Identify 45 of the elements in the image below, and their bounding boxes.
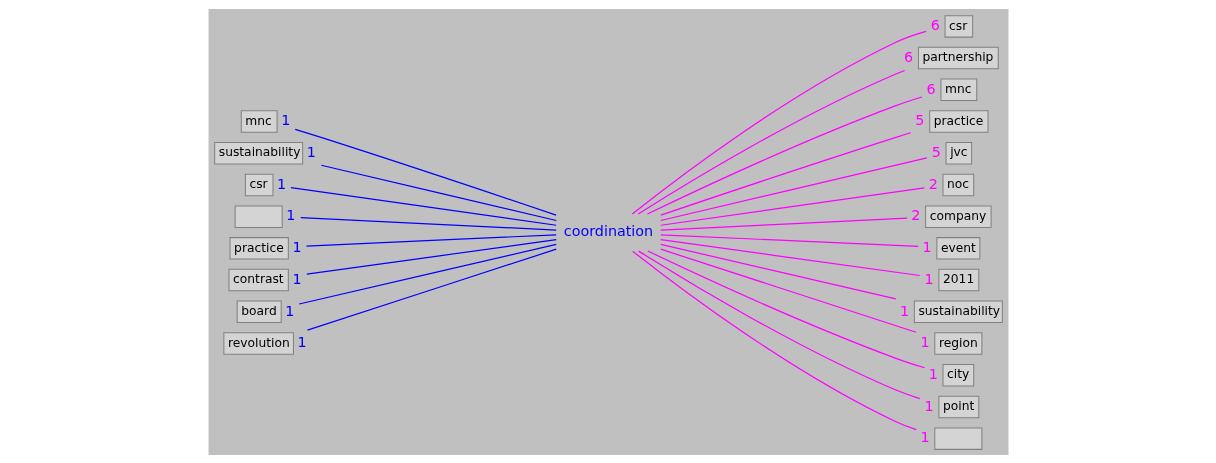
connector <box>659 156 927 221</box>
node-label: 1 <box>291 270 302 287</box>
connector <box>305 233 557 247</box>
connector <box>646 249 925 368</box>
connector <box>637 250 920 399</box>
connector <box>659 238 920 276</box>
connector <box>659 217 908 231</box>
node-label: 6 <box>926 80 936 97</box>
node-label: 1 <box>291 238 302 255</box>
node-label: 1 <box>924 397 934 414</box>
connector <box>646 95 922 215</box>
connector <box>298 243 557 305</box>
node-label: 1 <box>276 175 286 192</box>
node-label: 1 <box>928 365 938 382</box>
node-label: 6 <box>903 48 913 65</box>
node-label: 1 <box>920 333 930 350</box>
connector <box>631 30 927 215</box>
node-label: 6 <box>930 16 940 33</box>
node-label: 5 <box>914 111 924 128</box>
connector <box>659 131 911 216</box>
node-label: 1 <box>285 206 295 223</box>
node-label: 1 <box>284 302 294 319</box>
node-label: 1 <box>924 270 934 287</box>
connector <box>306 248 557 331</box>
connector <box>659 248 917 333</box>
node-label: 1 <box>306 143 316 160</box>
connector <box>320 164 557 221</box>
connector <box>289 186 557 226</box>
connector <box>299 216 557 231</box>
node-label: 2 <box>928 175 938 192</box>
node-label: 1 <box>280 111 290 128</box>
node-label: 1 <box>922 238 932 255</box>
connector <box>631 250 917 430</box>
node-text: coordination <box>563 222 653 239</box>
node-label: 1 <box>899 302 909 319</box>
connector <box>659 233 919 247</box>
connector <box>659 243 896 300</box>
connector <box>305 238 557 275</box>
connector <box>294 128 557 216</box>
node-label: 5 <box>931 143 941 160</box>
node-label: 1 <box>920 428 930 445</box>
connector <box>637 69 905 215</box>
node-label: 1 <box>297 333 307 350</box>
connector <box>659 186 925 226</box>
node-label: 2 <box>910 206 920 223</box>
